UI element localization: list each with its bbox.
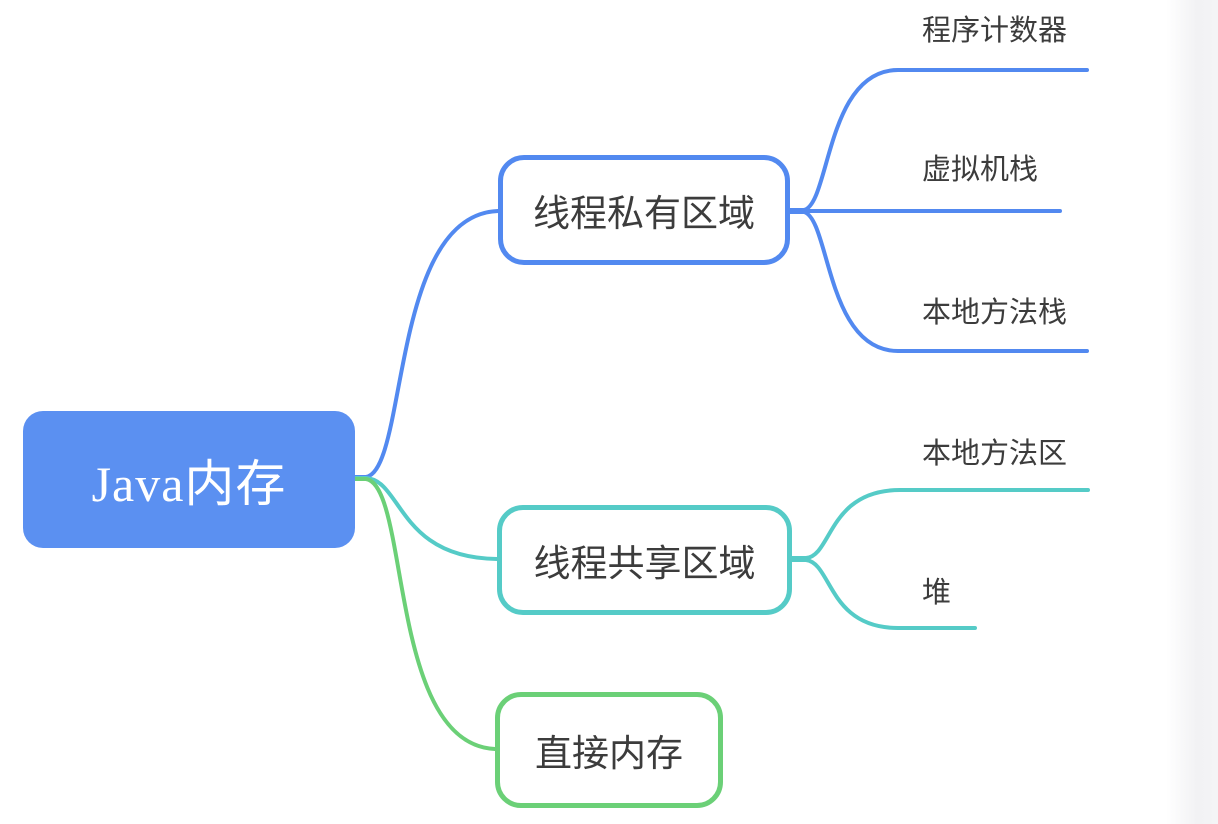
branch-direct-memory[interactable]: 直接内存 — [495, 692, 723, 808]
branch-thread-private-label: 线程私有区域 — [533, 194, 755, 235]
canvas-edge-shadow — [1166, 0, 1218, 824]
leaf-vm-stack[interactable]: 虚拟机栈 — [922, 154, 1039, 186]
leaf-method-area[interactable]: 本地方法区 — [922, 438, 1068, 470]
edge-thread-shared-to-method-area — [790, 488, 1090, 560]
edge-root-to-thread-private — [353, 209, 500, 479]
branch-direct-memory-label: 直接内存 — [535, 734, 683, 775]
root-node-java-memory[interactable]: Java内存 — [23, 411, 355, 548]
leaf-heap[interactable]: 堆 — [922, 577, 952, 609]
edge-root-to-direct-memory — [353, 477, 497, 751]
edge-root-to-thread-shared — [353, 476, 499, 561]
branch-thread-shared[interactable]: 线程共享区域 — [497, 505, 792, 615]
branch-thread-private[interactable]: 线程私有区域 — [498, 155, 790, 265]
root-node-label: Java内存 — [91, 455, 287, 512]
branch-thread-shared-label: 线程共享区域 — [533, 544, 756, 585]
leaf-program-counter[interactable]: 程序计数器 — [922, 15, 1068, 47]
edge-thread-private-to-program-counter — [788, 68, 1089, 212]
leaf-native-method-stack[interactable]: 本地方法栈 — [922, 297, 1068, 329]
